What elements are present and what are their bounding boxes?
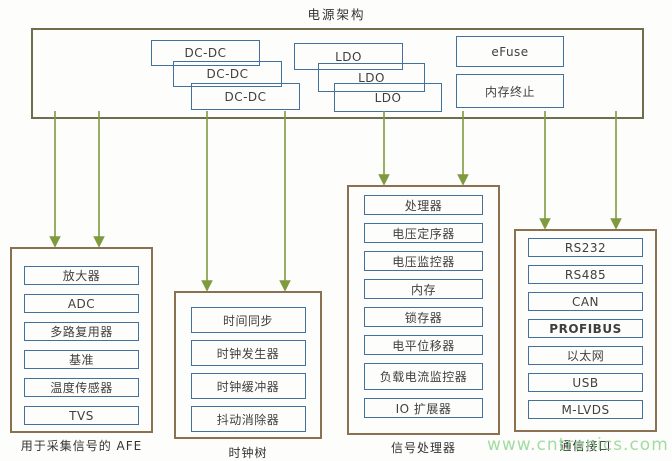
- block-io-expander: IO 扩展器: [364, 398, 483, 418]
- block-time-sync: 时间同步: [190, 307, 306, 333]
- group-clock-tree-label: 时钟树: [228, 446, 268, 460]
- block-profibus: PROFIBUS: [528, 319, 643, 338]
- block-jitter-cleaner: 抖动消除器: [190, 406, 306, 432]
- block-temp-sensor: 温度传感器: [24, 378, 139, 397]
- block-voltage-monitor: 电压监控器: [364, 251, 483, 271]
- block-mlvds: M-LVDS: [528, 400, 643, 419]
- block-dcdc-1: DC-DC: [151, 40, 260, 66]
- block-multiplexer: 多路复用器: [24, 322, 139, 341]
- block-adc: ADC: [24, 294, 139, 313]
- diagram-title: 电源架构: [307, 7, 366, 22]
- group-signal-processor-label: 信号处理器: [390, 441, 456, 455]
- block-level-shifter: 电平位移器: [364, 335, 483, 355]
- block-reference: 基准: [24, 350, 139, 369]
- block-dcdc-3: DC-DC: [191, 83, 300, 110]
- block-amplifier: 放大器: [24, 266, 139, 285]
- group-comm-interface-label: 通信接口: [559, 439, 612, 453]
- block-ldo-1: LDO: [294, 43, 403, 70]
- power-architecture-box: [31, 28, 644, 119]
- group-clock-tree-box: 时间同步 时钟发生器 时钟缓冲器 抖动消除器: [174, 291, 322, 439]
- block-can: CAN: [528, 292, 643, 311]
- block-latch: 锁存器: [364, 307, 483, 327]
- block-ethernet: 以太网: [528, 346, 643, 365]
- block-dcdc-2: DC-DC: [173, 61, 282, 87]
- site-watermark: www.cntronics.com: [487, 435, 669, 455]
- block-memory: 内存: [364, 279, 483, 299]
- block-rs485: RS485: [528, 265, 643, 284]
- group-signal-processor-box: 处理器 电压定序器 电压监控器 内存 锁存器 电平位移器 负载电流监控器 IO …: [347, 185, 500, 435]
- block-ldo-2: LDO: [318, 63, 425, 92]
- group-afe-box: 放大器 ADC 多路复用器 基准 温度传感器 TVS: [10, 247, 153, 433]
- block-rs232: RS232: [528, 238, 643, 257]
- group-afe-label: 用于采集信号的 AFE: [20, 439, 143, 453]
- block-tvs: TVS: [24, 406, 139, 425]
- block-memory-termination: 内存终止: [456, 74, 564, 108]
- block-ldo-3: LDO: [334, 83, 442, 112]
- group-comm-interface-box: RS232 RS485 CAN PROFIBUS 以太网 USB M-LVDS: [514, 229, 657, 432]
- block-processor: 处理器: [364, 195, 483, 215]
- block-clock-buffer: 时钟缓冲器: [190, 373, 306, 399]
- block-usb: USB: [528, 373, 643, 392]
- block-voltage-sequencer: 电压定序器: [364, 223, 483, 243]
- block-clock-generator: 时钟发生器: [190, 340, 306, 366]
- block-efuse: eFuse: [456, 36, 564, 67]
- block-load-current-monitor: 负载电流监控器: [364, 363, 483, 390]
